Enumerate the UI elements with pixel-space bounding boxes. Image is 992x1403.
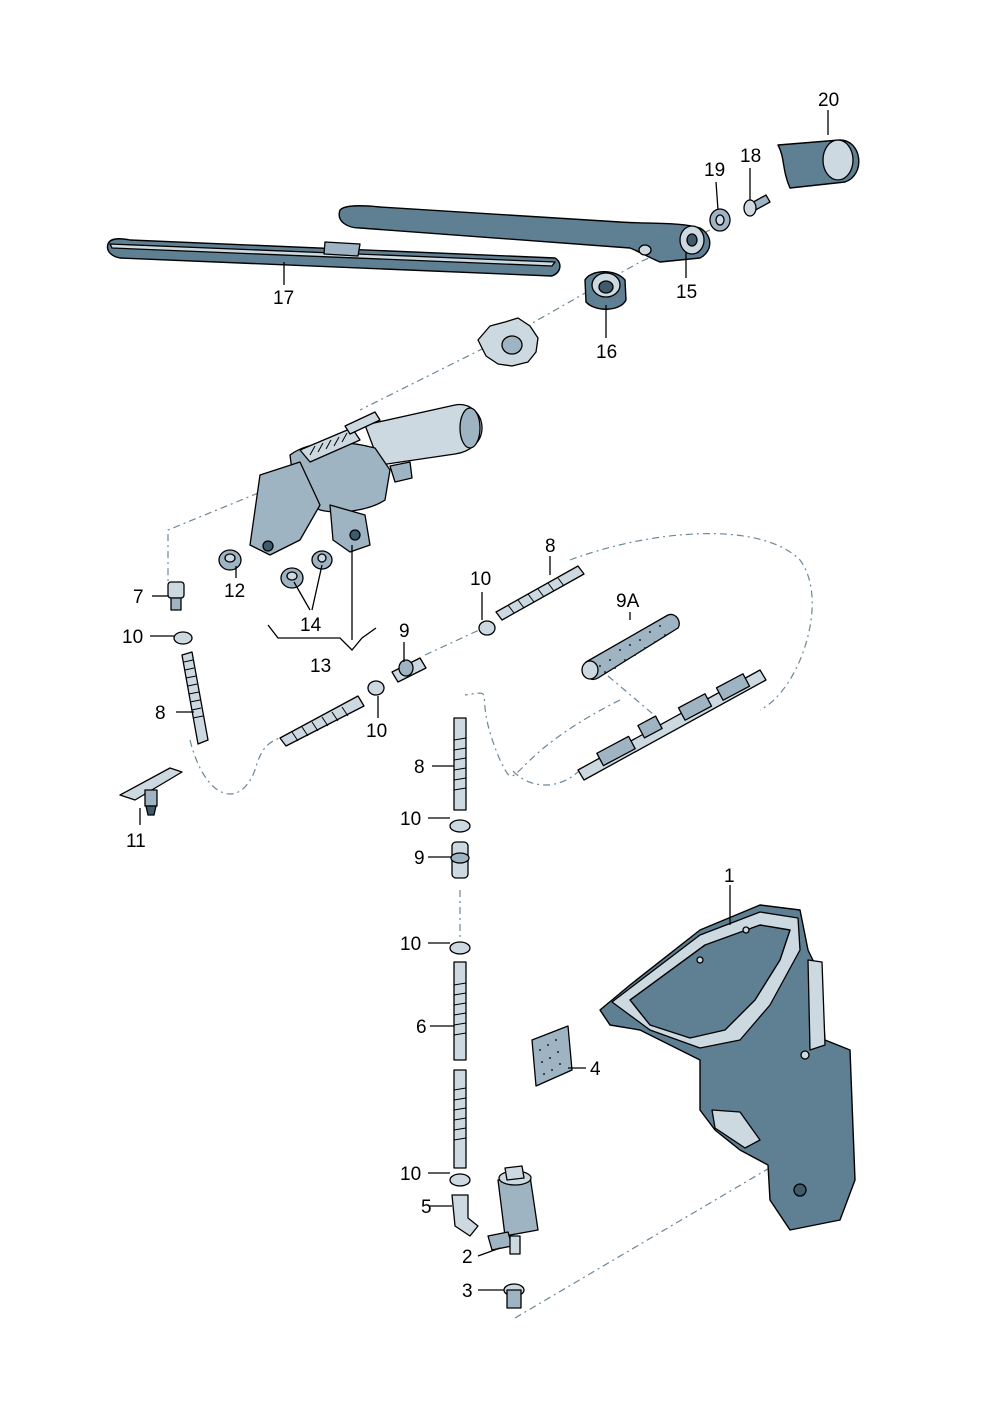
label-10-f: 10 xyxy=(400,1164,421,1185)
cap-nut xyxy=(477,317,539,367)
label-10-d: 10 xyxy=(400,809,421,830)
label-15: 15 xyxy=(676,282,697,303)
label-20: 20 xyxy=(818,90,839,111)
washer-nozzle xyxy=(167,581,185,611)
washer-pump xyxy=(487,1165,539,1255)
label-17: 17 xyxy=(273,288,294,309)
part-labels: 20 18 19 15 16 17 12 14 13 7 10 8 11 10 … xyxy=(122,90,839,1302)
label-13: 13 xyxy=(310,656,331,677)
motor-grommets-14 xyxy=(280,550,333,589)
hose-elbow xyxy=(451,1194,479,1237)
hose-left xyxy=(181,651,209,745)
motor-grommet-12 xyxy=(218,549,242,571)
label-11: 11 xyxy=(126,831,146,852)
hose-vertical-upper xyxy=(453,717,467,811)
hose-with-connectors xyxy=(577,669,767,781)
wiper-motor xyxy=(249,403,483,556)
label-2: 2 xyxy=(462,1247,473,1268)
label-5: 5 xyxy=(421,1197,432,1218)
label-10-c: 10 xyxy=(366,721,387,742)
bolt xyxy=(743,194,771,217)
label-19: 19 xyxy=(704,160,725,181)
label-1: 1 xyxy=(724,866,735,887)
grommet xyxy=(584,271,627,310)
pump-grommet xyxy=(503,1283,525,1309)
washer-reservoir xyxy=(599,904,856,1231)
assembly-dash-lines xyxy=(167,229,813,1319)
clip xyxy=(119,767,183,816)
connector-9-upper xyxy=(391,657,427,683)
hose-upper xyxy=(495,565,585,621)
label-14: 14 xyxy=(300,615,322,636)
label-4: 4 xyxy=(590,1059,601,1080)
protective-sleeve xyxy=(581,613,680,681)
label-12: 12 xyxy=(224,581,245,602)
label-8-a: 8 xyxy=(155,703,166,724)
label-8-b: 8 xyxy=(545,536,556,557)
connector-9-lower xyxy=(450,841,470,879)
label-10-a: 10 xyxy=(122,627,143,648)
label-18: 18 xyxy=(740,146,761,167)
hose-vertical-middle xyxy=(453,961,467,1061)
hose-vertical-lower xyxy=(453,1069,467,1169)
foam-pad xyxy=(531,1025,573,1087)
label-10-b: 10 xyxy=(470,569,491,590)
label-9-a: 9 xyxy=(399,621,410,642)
label-9A: 9A xyxy=(616,591,640,612)
label-8-c: 8 xyxy=(414,757,425,778)
hose-middle xyxy=(279,695,365,747)
label-3: 3 xyxy=(462,1281,473,1302)
label-9-b: 9 xyxy=(414,848,425,869)
arm-cap xyxy=(777,139,860,189)
label-16: 16 xyxy=(596,342,617,363)
label-10-e: 10 xyxy=(400,934,421,955)
wiper-blade xyxy=(106,238,561,277)
leader-lines xyxy=(139,110,829,1291)
wiper-arm xyxy=(338,205,711,263)
nut xyxy=(709,208,731,232)
label-6: 6 xyxy=(416,1017,427,1038)
hose-clamps xyxy=(173,620,496,1187)
label-7: 7 xyxy=(133,587,144,608)
